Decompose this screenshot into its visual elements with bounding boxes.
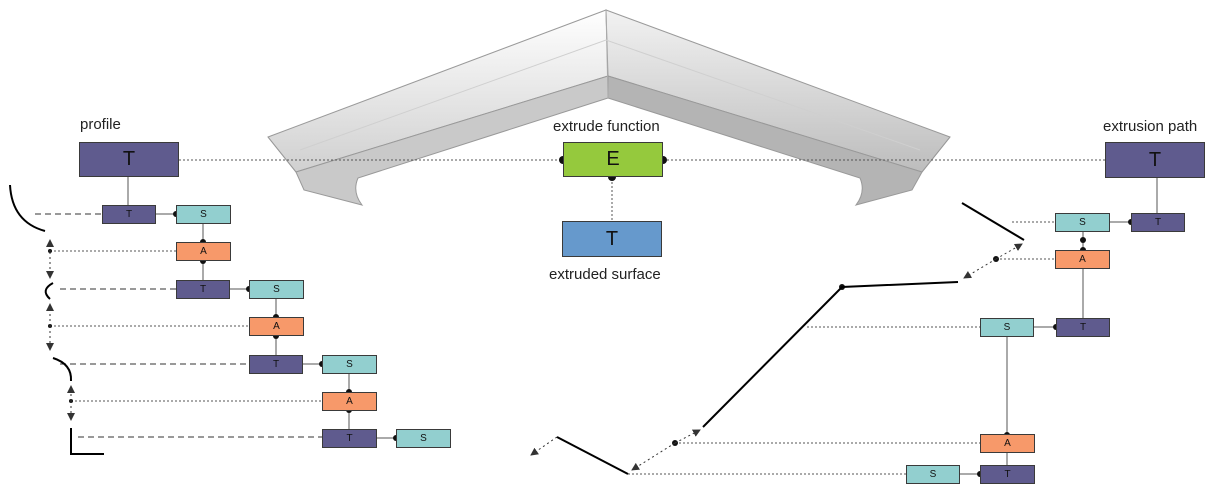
path-arrows	[530, 243, 1023, 471]
profile-T-node: T	[79, 142, 179, 177]
profile-tree-S-node: S	[396, 429, 451, 448]
profile-arrows	[46, 239, 75, 421]
profile-curve	[9, 184, 104, 455]
profile-tree-S-node: S	[176, 205, 231, 224]
path-tree-T-node: T	[980, 465, 1035, 484]
path-tree-A-node: A	[980, 434, 1035, 453]
dotted-connectors	[50, 159, 1105, 475]
extruded-moulding-image	[267, 9, 951, 206]
extrusion-path-curve	[556, 202, 1025, 475]
profile-tree-T-node: T	[249, 355, 303, 374]
profile-tree-A-node: A	[176, 242, 231, 261]
profile-tree-S-node: S	[249, 280, 304, 299]
path-tree-S-node: S	[906, 465, 960, 484]
profile-label: profile	[80, 116, 121, 133]
profile-tree-T-node: T	[322, 429, 377, 448]
path-tree-T-node: T	[1056, 318, 1110, 337]
profile-tree-T-node: T	[176, 280, 230, 299]
path-T-node: T	[1105, 142, 1205, 178]
profile-tree-A-node: A	[322, 392, 377, 411]
profile-tree-T-node: T	[102, 205, 156, 224]
path-tree-T-node: T	[1131, 213, 1185, 232]
path-tree-S-node: S	[980, 318, 1034, 337]
dashed-connectors	[35, 213, 322, 438]
profile-tree-A-node: A	[249, 317, 304, 336]
extrude-E-node: E	[563, 142, 663, 177]
profile-tree-S-node: S	[322, 355, 377, 374]
surface-T-node: T	[562, 221, 662, 257]
path-tree-A-node: A	[1055, 250, 1110, 269]
extrusion-path-label: extrusion path	[1103, 118, 1198, 135]
extrude-function-label: extrude function	[553, 118, 660, 135]
extruded-surface-label: extruded surface	[549, 266, 661, 283]
path-tree-S-node: S	[1055, 213, 1110, 232]
